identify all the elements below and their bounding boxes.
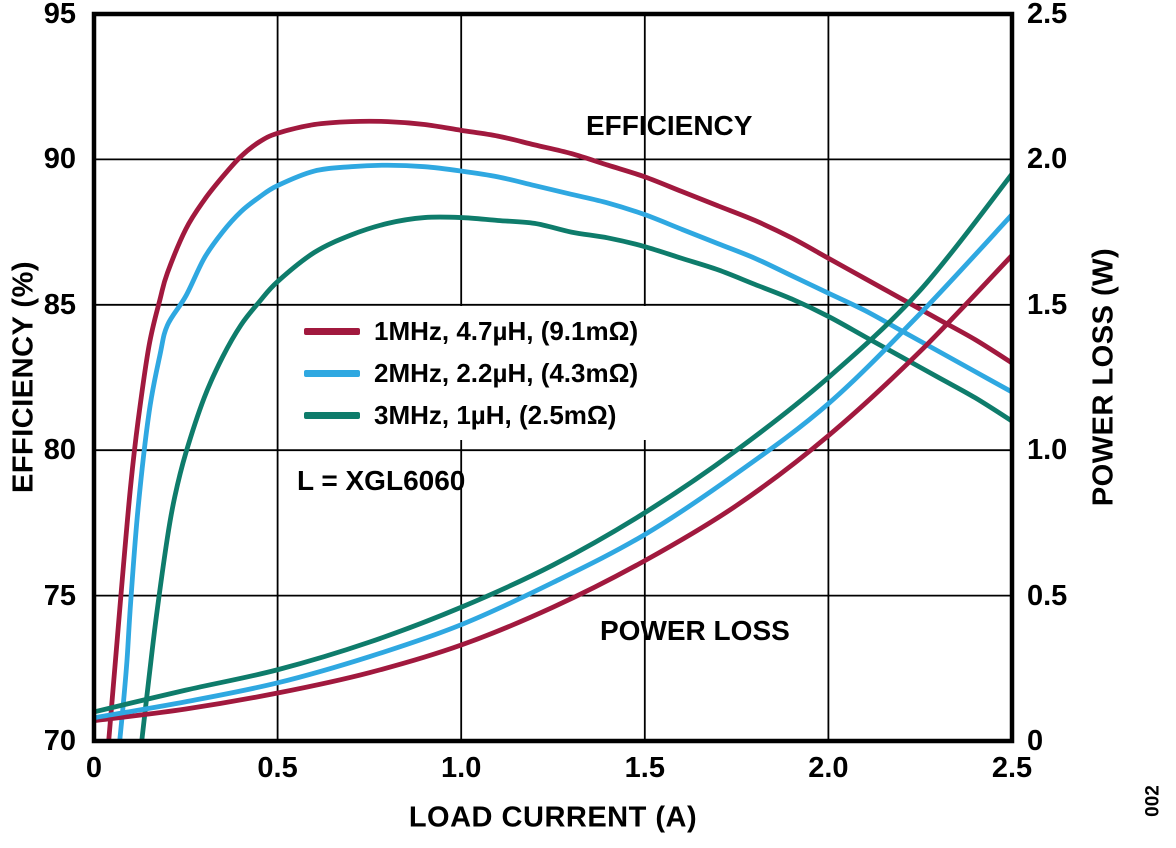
annotation-inductor: L = XGL6060	[297, 465, 466, 496]
legend-item-3mhz: 3MHz, 1µH, (2.5mΩ)	[304, 402, 638, 428]
y-left-tick-95: 95	[43, 0, 76, 30]
y-right-tick-0: 0	[1027, 725, 1044, 757]
y-left-tick-90: 90	[43, 143, 76, 176]
series-power-loss-1mhz-4.7uH	[94, 252, 1012, 724]
x-tick-2.5: 2.5	[991, 752, 1033, 784]
x-tick-1.0: 1.0	[441, 752, 482, 784]
legend-label-1mhz: 1MHz, 4.7µH, (9.1mΩ)	[374, 316, 639, 346]
y-right-tick-2.0: 2.0	[1027, 143, 1068, 176]
x-tick-1.5: 1.5	[624, 752, 665, 784]
annotation-efficiency: EFFICIENCY	[586, 110, 753, 141]
plot-border	[91, 11, 1015, 744]
legend-swatch-3mhz	[304, 411, 360, 419]
figure-number: 002	[1142, 785, 1164, 817]
y-left-tick-80: 80	[43, 434, 76, 467]
y-right-tick-1.0: 1.0	[1027, 434, 1068, 467]
series-curves	[94, 118, 1012, 741]
legend-swatch-2mhz	[304, 369, 360, 377]
legend-swatch-1mhz	[304, 327, 360, 335]
y-left-tick-85: 85	[43, 288, 76, 321]
x-tick-0: 0	[85, 752, 103, 784]
y-axis-label-right: POWER LOSS (W)	[1087, 247, 1120, 507]
legend-item-2mhz: 2MHz, 2.2µH, (4.3mΩ)	[304, 360, 638, 386]
y-right-tick-2.5: 2.5	[1027, 0, 1068, 30]
x-tick-0.5: 0.5	[257, 752, 298, 784]
gridlines	[94, 14, 1012, 741]
y-left-tick-70: 70	[43, 725, 76, 757]
series-efficiency-3mhz-1uH	[139, 214, 1012, 741]
legend-item-1mhz: 1MHz, 4.7µH, (9.1mΩ)	[304, 318, 638, 344]
annotation-power-loss: POWER LOSS	[600, 615, 790, 646]
y-right-tick-1.5: 1.5	[1027, 288, 1068, 321]
series-efficiency-1mhz-4.7uH	[106, 118, 1012, 741]
series-power-loss-2mhz-2.2uH	[94, 212, 1012, 721]
y-right-tick-0.5: 0.5	[1027, 579, 1068, 612]
series-power-loss-3mhz-1uH	[94, 171, 1012, 715]
legend-label-3mhz: 3MHz, 1µH, (2.5mΩ)	[374, 400, 617, 430]
x-axis-label: LOAD CURRENT (A)	[408, 801, 698, 834]
series-efficiency-2mhz-2.2uH	[117, 162, 1012, 741]
y-left-tick-75: 75	[43, 579, 76, 612]
x-tick-2.0: 2.0	[808, 752, 849, 784]
legend: 1MHz, 4.7µH, (9.1mΩ) 2MHz, 2.2µH, (4.3mΩ…	[286, 306, 657, 440]
legend-label-2mhz: 2MHz, 2.2µH, (4.3mΩ)	[374, 358, 639, 388]
